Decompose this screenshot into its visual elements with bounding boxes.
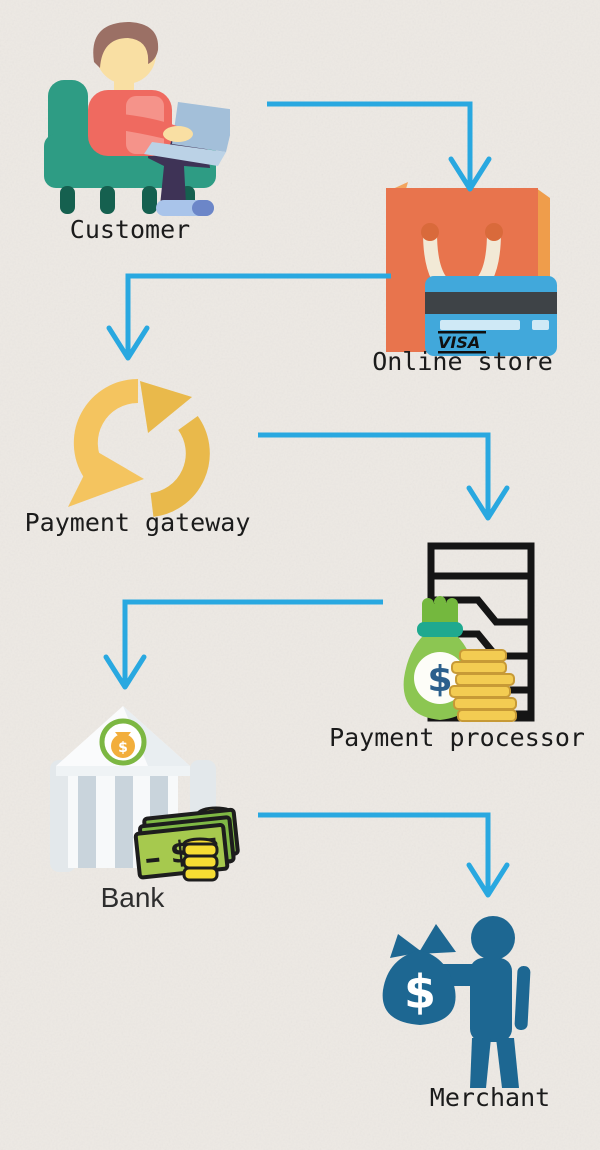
circular-sync-arrows-icon <box>68 378 210 517</box>
merchant-holding-money-bag-icon: $ <box>382 916 531 1088</box>
dollar-sign: $ <box>404 965 436 1019</box>
payment-gateway-node <box>50 375 240 525</box>
arrow-payment-processor-to-bank <box>103 599 383 690</box>
customer-node <box>30 16 236 226</box>
merchant-node: $ <box>370 910 535 1095</box>
online-store-label: Online store <box>372 347 553 376</box>
arrow-customer-to-online-store <box>267 101 492 192</box>
arrow-online-store-to-payment-gateway <box>106 273 391 361</box>
payment-processor-label: Payment processor <box>329 723 585 752</box>
online-store-node: VISA <box>380 180 565 370</box>
bank-node: $ $ <box>38 702 253 892</box>
customer-laptop-armchair-icon <box>44 22 236 216</box>
bank-building-cash-coins-icon: $ $ <box>50 706 240 882</box>
payment-gateway-label: Payment gateway <box>24 508 251 537</box>
payment-processor-node: $ <box>392 538 542 738</box>
dollar-sign: $ <box>118 740 128 756</box>
shopping-bag-visa-card-icon: VISA <box>386 182 557 356</box>
customer-label: Customer <box>69 215 191 244</box>
visa-logo-text: VISA <box>438 333 480 352</box>
bank-label: Bank <box>100 882 165 913</box>
arrow-payment-gateway-to-payment-processor <box>258 432 510 521</box>
dollar-sign: $ <box>427 659 452 700</box>
arrow-bank-to-merchant <box>258 812 510 898</box>
server-money-bag-coins-icon: $ <box>403 542 535 722</box>
merchant-label: Merchant <box>429 1083 551 1112</box>
